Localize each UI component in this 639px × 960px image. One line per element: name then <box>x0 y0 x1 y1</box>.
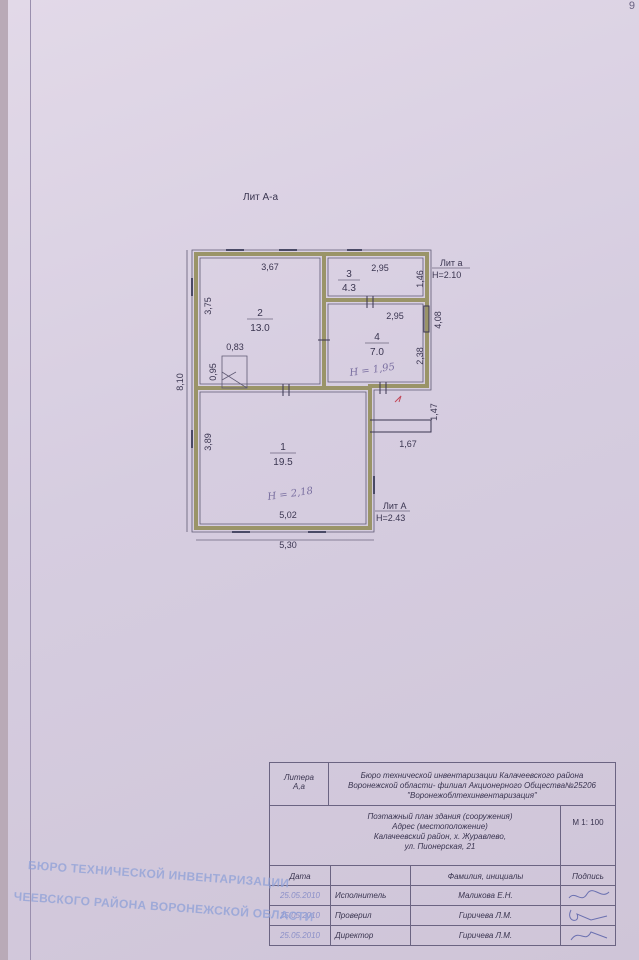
row2-role: Проверил <box>330 905 410 925</box>
dim-1-67: 1,67 <box>399 439 417 449</box>
dim-3-89: 3,89 <box>203 433 213 451</box>
dim-5-30: 5,30 <box>279 540 297 550</box>
col-date: Дата <box>270 865 330 885</box>
title-block: Литера А,а Бюро технической инвентаризац… <box>269 762 616 946</box>
dim-5-02: 5,02 <box>279 510 297 520</box>
room-4-area: 7.0 <box>370 347 384 358</box>
page-number: 9 <box>628 0 635 12</box>
room-3-area: 4.3 <box>342 283 356 294</box>
room-3: 3 4.3 <box>338 269 360 294</box>
plan-line-1: Поэтажный план здания (сооружения) <box>367 812 513 821</box>
dim-1-47: 1,47 <box>429 403 439 421</box>
document-sheet <box>8 0 639 960</box>
row2-signature <box>560 905 615 925</box>
row2-name: Гиричева Л.М. <box>410 905 560 925</box>
room-1-number: 1 <box>280 442 286 453</box>
lit-a-small-height: H=2.10 <box>432 270 461 280</box>
litera-value: А,а <box>292 782 305 791</box>
room-2-area: 13.0 <box>250 323 270 334</box>
room-4-number: 4 <box>374 332 380 343</box>
room-4: 4 7.0 <box>365 332 389 358</box>
dim-3-75: 3,75 <box>203 297 213 315</box>
dim-0-95: 0,95 <box>208 363 218 381</box>
litera-label: Литера <box>284 773 314 782</box>
dim-2-95-mid: 2,95 <box>386 311 404 321</box>
margin-line <box>30 0 31 960</box>
row1-signature <box>560 885 615 905</box>
plan-line-2: Адрес (местоположение) <box>392 822 488 831</box>
doors <box>282 296 432 433</box>
room-3-number: 3 <box>346 269 352 280</box>
dim-0-83: 0,83 <box>226 342 244 352</box>
litera-cell: Литера А,а <box>270 763 328 805</box>
plan-walls <box>194 252 429 530</box>
dim-2-38: 2,38 <box>415 347 425 365</box>
plan-line-3: Калачеевский район, х. Журавлево, <box>373 832 507 841</box>
lit-a-big-height: H=2.43 <box>376 513 405 523</box>
room-2-number: 2 <box>257 308 263 319</box>
row3-date: 25.05.2010 <box>270 925 330 945</box>
bureau-line-1: Бюро технической инвентаризации Калачеев… <box>360 771 584 780</box>
row1-date: 25.05.2010 <box>270 885 330 905</box>
bureau-cell: Бюро технической инвентаризации Калачеев… <box>328 763 615 805</box>
lit-a-big-label: Лит А <box>383 501 407 511</box>
col-role-header <box>330 865 410 885</box>
dim-1-46: 1,46 <box>415 270 425 288</box>
col-name: Фамилия, инициалы <box>410 865 560 885</box>
bureau-line-3: "Воронежоблтехинвентаризация" <box>407 791 537 800</box>
room-1: 1 19.5 <box>270 442 296 468</box>
row1-role: Исполнитель <box>330 885 410 905</box>
room-1-area: 19.5 <box>273 457 293 468</box>
row1-name: Маликова Е.Н. <box>410 885 560 905</box>
row3-role: Директор <box>330 925 410 945</box>
plan-heading: Лит А-а <box>243 192 279 203</box>
windows <box>191 249 375 533</box>
handwritten-height-room1: H = 2,18 <box>266 486 314 503</box>
col-sign: Подпись <box>560 865 615 885</box>
plan-description-cell: Поэтажный план здания (сооружения) Адрес… <box>270 805 560 865</box>
scale-cell: М 1: 100 <box>560 805 615 865</box>
dim-3-67: 3,67 <box>261 262 279 272</box>
lit-a-small-label: Лит а <box>440 258 463 268</box>
row2-date: 25.05.2010 <box>270 905 330 925</box>
handwritten-height-room4: H = 1,95 <box>348 362 396 379</box>
room-2: 2 13.0 <box>247 308 273 334</box>
plan-line-4: ул. Пионерская, 21 <box>404 842 476 851</box>
dim-8-10: 8,10 <box>175 373 185 391</box>
dim-4-08: 4,08 <box>433 311 443 329</box>
bureau-line-2: Воронежской области- филиал Акционерного… <box>348 781 596 790</box>
dim-2-95-top: 2,95 <box>371 263 389 273</box>
scale-value: М 1: 100 <box>572 818 604 827</box>
red-mark <box>394 395 402 403</box>
row3-signature <box>560 925 615 945</box>
row3-name: Гиричева Л.М. <box>410 925 560 945</box>
ink-stamp-line-2: ЧЕЕВСКОГО РАЙОНА ВОРОНЕЖСКОЙ ОБЛАСТИ <box>13 889 315 925</box>
